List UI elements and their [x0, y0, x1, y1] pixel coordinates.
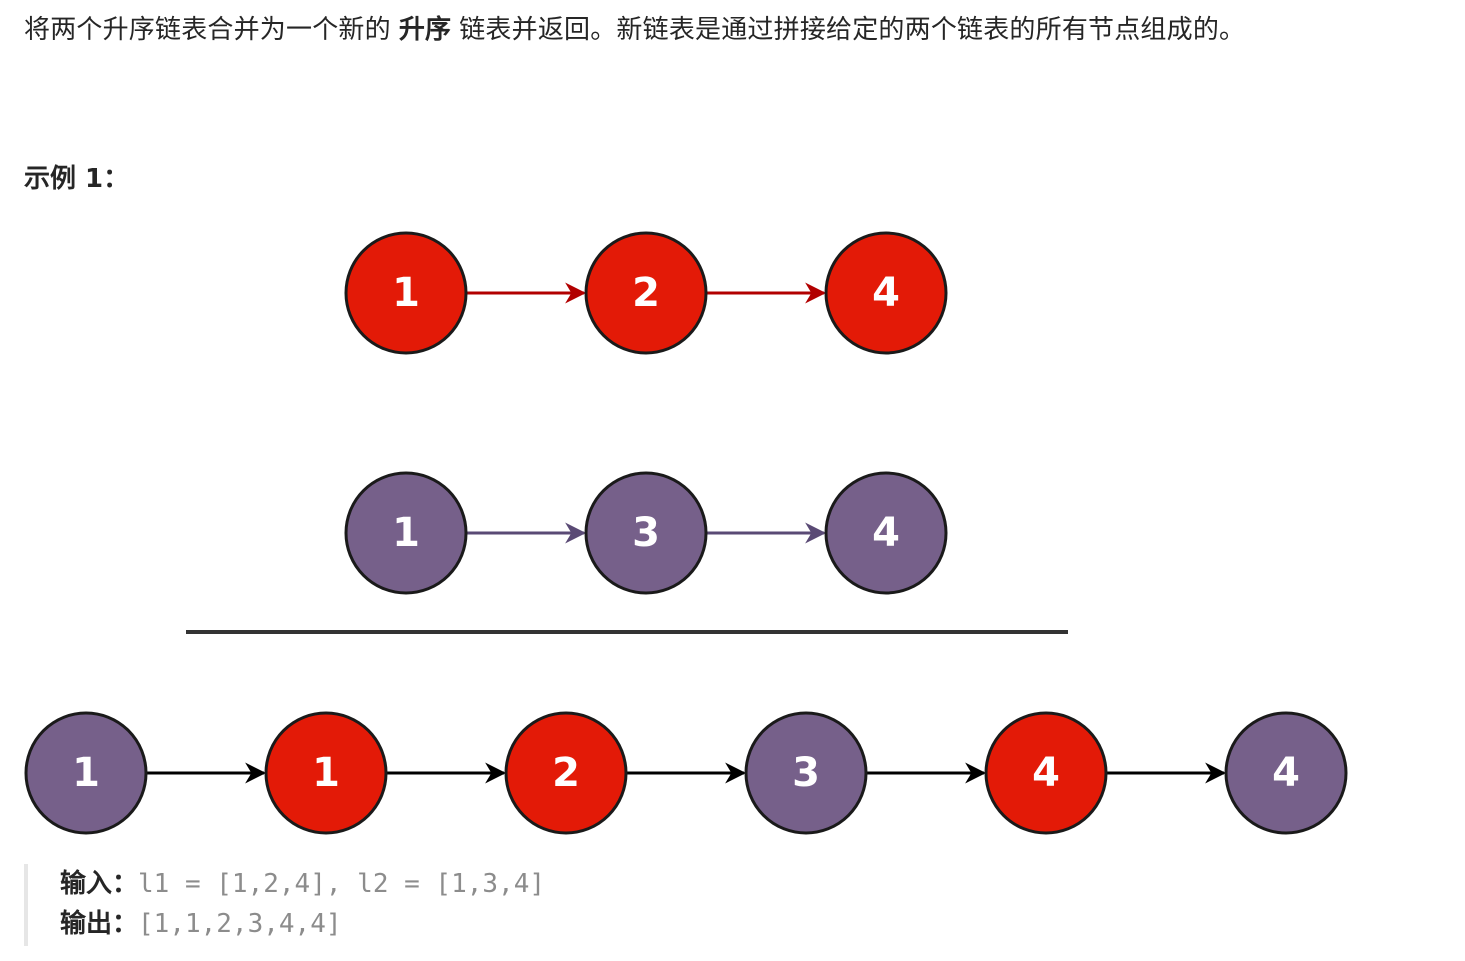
- output-value: [1,1,2,3,4,4]: [138, 909, 342, 939]
- example-title: 示例 1：: [24, 164, 130, 194]
- merged-node-label: 4: [1032, 750, 1060, 796]
- merged-node-label: 3: [792, 750, 820, 796]
- list2-node: [824, 471, 948, 595]
- list2-node-label: 1: [392, 510, 420, 556]
- description-suffix: 链表并返回。新链表是通过拼接给定的两个链表的所有节点组成的。: [459, 15, 1246, 45]
- input-label: 输入：: [60, 869, 139, 899]
- merged-node-label: 2: [552, 750, 580, 796]
- merged-list-diagram: 1 1 2 3 4 4: [24, 711, 1348, 835]
- list1-node-label: 1: [392, 270, 420, 316]
- merged-node: [744, 711, 868, 835]
- description-prefix: 将两个升序链表合并为一个新的: [24, 15, 391, 45]
- list2-node-label: 3: [632, 510, 660, 556]
- input-line: 输入：l1 = [1,2,4], l2 = [1,3,4]: [60, 864, 545, 904]
- list1-node: [824, 231, 948, 355]
- problem-description: 将两个升序链表合并为一个新的升序链表并返回。新链表是通过拼接给定的两个链表的所有…: [24, 12, 1245, 48]
- list1-node-label: 2: [632, 270, 660, 316]
- list1-node: [584, 231, 708, 355]
- merged-node-label: 1: [312, 750, 340, 796]
- list2-diagram: 1 3 4: [344, 471, 948, 595]
- merged-node: [264, 711, 388, 835]
- output-label: 输出：: [60, 909, 139, 939]
- input-value: l1 = [1,2,4], l2 = [1,3,4]: [138, 869, 546, 899]
- description-emphasis: 升序: [398, 15, 452, 45]
- output-line: 输出：[1,1,2,3,4,4]: [60, 904, 545, 944]
- merged-node: [504, 711, 628, 835]
- merged-node-label: 4: [1272, 750, 1300, 796]
- list2-node: [344, 471, 468, 595]
- merged-node: [984, 711, 1108, 835]
- list2-node: [584, 471, 708, 595]
- merged-node: [24, 711, 148, 835]
- merged-node-label: 1: [72, 750, 100, 796]
- list2-node-label: 4: [872, 510, 900, 556]
- list1-node: [344, 231, 468, 355]
- list1-node-label: 4: [872, 270, 900, 316]
- merged-node: [1224, 711, 1348, 835]
- list1-diagram: 1 2 4: [344, 231, 948, 355]
- example-io-block: 输入：l1 = [1,2,4], l2 = [1,3,4] 输出：[1,1,2,…: [24, 864, 545, 946]
